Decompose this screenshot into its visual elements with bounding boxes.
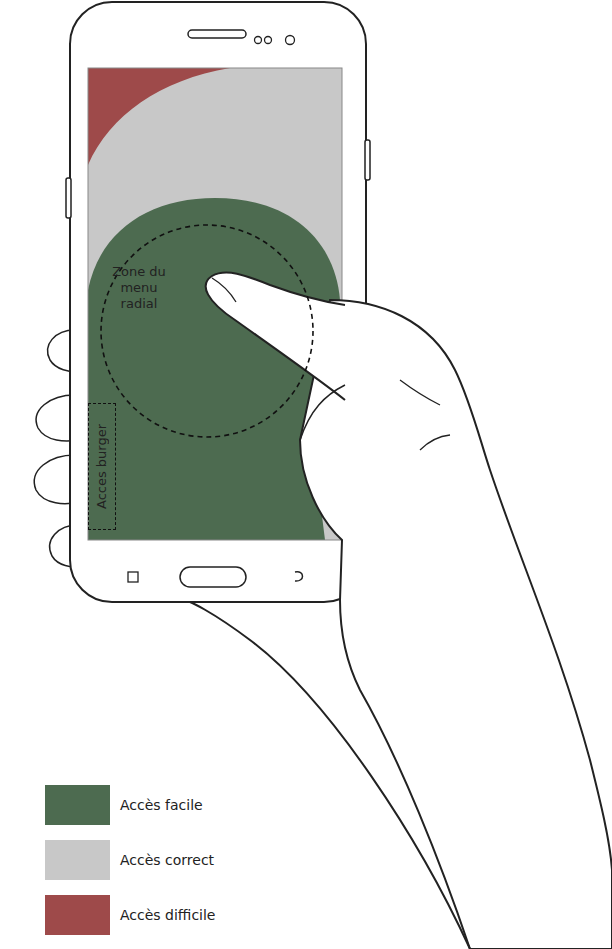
knuckle-line [420,435,450,450]
side-button [365,140,370,180]
sensor [255,37,262,44]
hand-edge [190,602,470,949]
thumb-base [300,385,345,440]
radial-menu-zone: Zone du menu radial [100,224,314,438]
legend-text: Accès facile [120,796,203,814]
speaker [188,30,246,38]
legend-swatch [45,895,110,935]
zone-label: Zone du menu radial [104,264,174,312]
legend-swatch [45,840,110,880]
back-button [295,572,303,581]
sensor [265,37,272,44]
burger-access-zone: Acces burger [88,403,116,530]
difficult-zone [88,68,230,165]
home-button [180,567,246,587]
palm [300,300,612,949]
thumb [206,273,345,400]
legend-text: Accès correct [120,851,214,869]
legend-text: Accès difficile [120,906,215,924]
zone-label: Acces burger [89,404,115,529]
camera [286,36,295,45]
knuckle-line [400,380,440,405]
side-button [66,178,71,218]
menu-button [128,572,138,582]
legend-swatch [45,785,110,825]
thumb-nail [212,278,236,302]
dashed-circle [100,224,314,438]
